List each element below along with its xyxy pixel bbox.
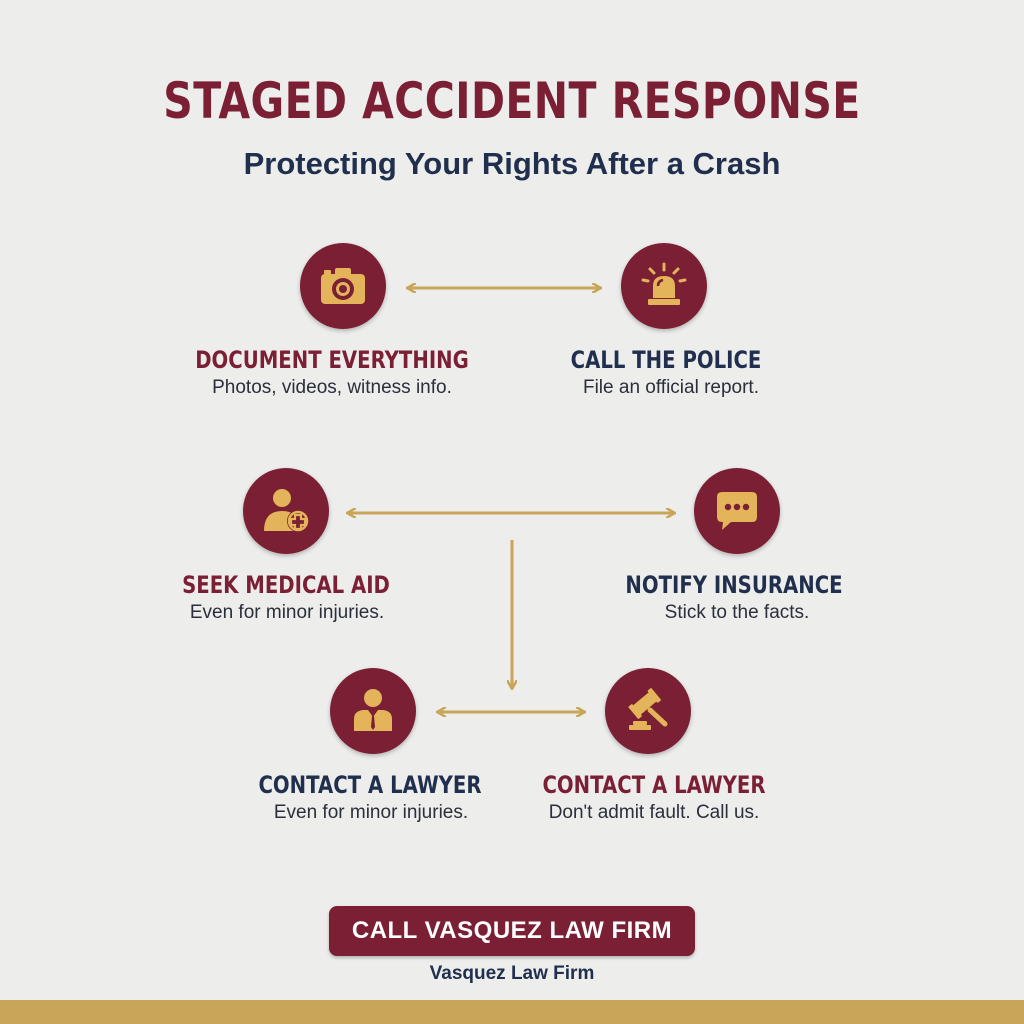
step-call-police bbox=[621, 243, 707, 329]
step-contact-lawyer-gavel bbox=[605, 668, 691, 754]
step-description: File an official report. bbox=[582, 377, 759, 398]
step-title: SEEK MEDICAL AID bbox=[182, 571, 390, 599]
step-seek-medical-aid bbox=[243, 468, 329, 554]
gavel-icon bbox=[628, 688, 668, 730]
step-title: CALL THE POLICE bbox=[570, 346, 762, 374]
chat-bubble-icon bbox=[717, 492, 757, 530]
camera-icon bbox=[321, 268, 365, 304]
page-title: STAGED ACCIDENT RESPONSE bbox=[163, 72, 861, 130]
footer-bar bbox=[0, 1000, 1024, 1024]
call-firm-button[interactable]: CALL VASQUEZ LAW FIRM bbox=[329, 906, 695, 956]
step-title: DOCUMENT EVERYTHING bbox=[195, 346, 469, 374]
step-description: Even for minor injuries. bbox=[273, 802, 469, 823]
medical-person-icon bbox=[264, 489, 309, 532]
page-subtitle: Protecting Your Rights After a Crash bbox=[243, 146, 781, 181]
step-title: CONTACT A LAWYER bbox=[542, 771, 766, 799]
step-title: CONTACT A LAWYER bbox=[258, 771, 482, 799]
step-document-everything bbox=[300, 243, 386, 329]
firm-name: Vasquez Law Firm bbox=[429, 963, 595, 984]
step-title: NOTIFY INSURANCE bbox=[625, 571, 843, 599]
step-description: Even for minor injuries. bbox=[189, 602, 385, 623]
step-description: Stick to the facts. bbox=[664, 602, 810, 623]
police-siren-icon bbox=[641, 262, 687, 305]
step-contact-lawyer bbox=[330, 668, 416, 754]
lawyer-icon bbox=[354, 689, 392, 731]
step-description: Photos, videos, witness info. bbox=[212, 377, 452, 398]
step-description: Don't admit fault. Call us. bbox=[548, 802, 760, 823]
step-notify-insurance bbox=[694, 468, 780, 554]
